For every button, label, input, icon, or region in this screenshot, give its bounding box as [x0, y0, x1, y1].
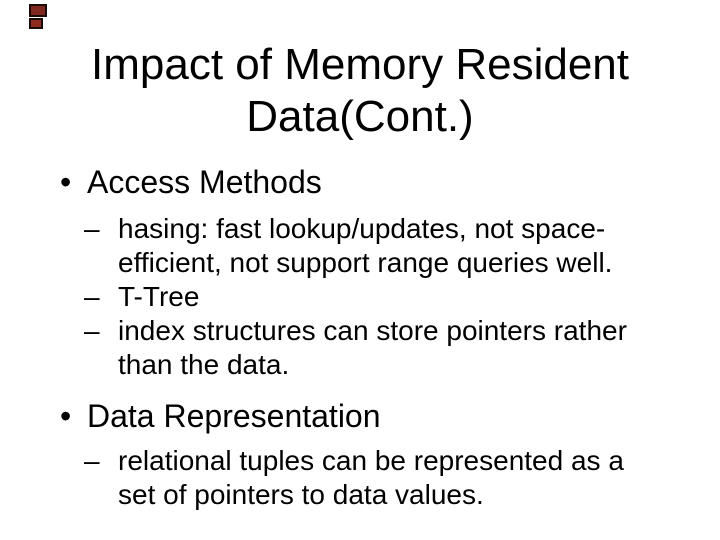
subbullet-hashing: – hasing: fast lookup/updates, not space… [0, 212, 720, 280]
bullet-dash-marker: – [84, 213, 100, 244]
bullet-line: index structures can store pointers rath… [118, 315, 627, 346]
bullet-line: hasing: fast lookup/updates, not space- [118, 213, 606, 244]
bullet-line: efficient, not support range queries wel… [118, 247, 613, 278]
bullet-access-methods: • Access Methods [0, 163, 720, 201]
bullet-data-representation: • Data Representation [0, 397, 720, 435]
slide-title-line-1: Impact of Memory Resident [91, 40, 629, 89]
slide-title-line-2: Data(Cont.) [246, 92, 474, 141]
decoration-square-bottom [29, 18, 43, 29]
decoration-square-top [29, 4, 47, 17]
subbullet-relational-tuples: – relational tuples can be represented a… [0, 444, 720, 512]
subbullet-t-tree: – T-Tree [0, 280, 720, 314]
subbullet-index-structures: – index structures can store pointers ra… [0, 314, 720, 382]
bullet-dot-marker: • [60, 164, 72, 200]
bullet-line: relational tuples can be represented as … [118, 445, 624, 476]
bullet-line: T-Tree [118, 281, 200, 312]
bullet-dot-marker: • [60, 398, 72, 434]
bullet-dash-marker: – [84, 445, 100, 476]
slide-title: Impact of Memory Resident Data(Cont.) [0, 39, 720, 143]
bullet-dash-marker: – [84, 315, 100, 346]
bullet-line: than the data. [118, 349, 290, 380]
bullet-line: Data Representation [87, 398, 381, 434]
bullet-dash-marker: – [84, 281, 100, 312]
bullet-line: Access Methods [87, 164, 322, 200]
bullet-line: set of pointers to data values. [118, 479, 484, 510]
slide-body: • Access Methods – hasing: fast lookup/u… [0, 163, 720, 512]
